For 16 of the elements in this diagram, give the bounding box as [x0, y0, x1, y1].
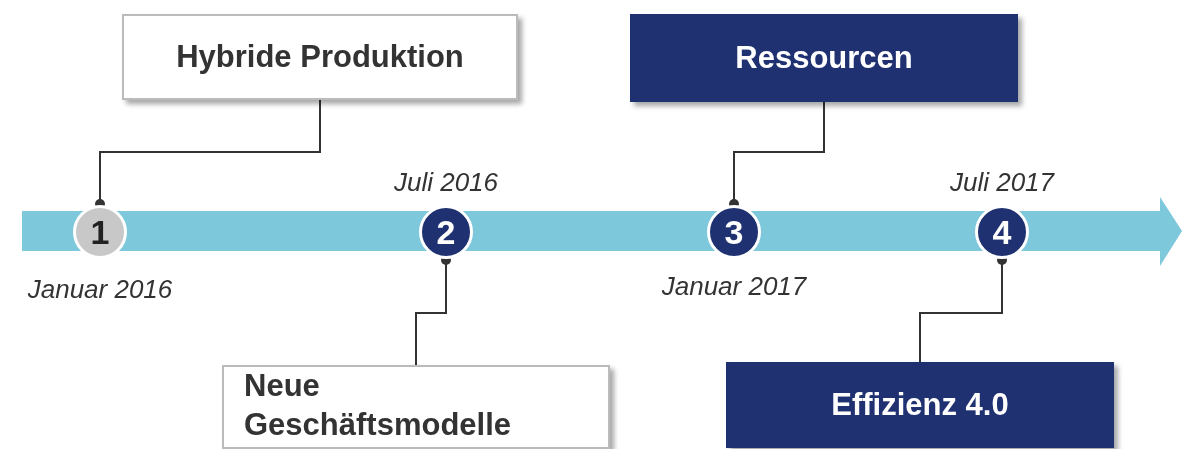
- milestone-box: [122, 14, 518, 100]
- milestone-circle: 4: [975, 205, 1029, 259]
- milestone-circle: 3: [707, 205, 761, 259]
- date-label: Januar 2017: [661, 271, 807, 302]
- date-label: Januar 2016: [27, 274, 173, 305]
- date-label: Juli 2016: [393, 167, 499, 198]
- milestone-box: [222, 365, 610, 449]
- milestone-circle: 1: [73, 205, 127, 259]
- milestone-title: Hybride Produktion: [176, 37, 464, 76]
- date-label: Juli 2017: [949, 167, 1055, 198]
- milestone-circle: 2: [419, 205, 473, 259]
- milestone-title: Effizienz 4.0: [831, 385, 1009, 424]
- milestone-box: [726, 362, 1114, 448]
- milestone-box: [630, 14, 1018, 102]
- milestone-title: Ressourcen: [735, 38, 913, 77]
- milestone-title: Neue Geschäftsmodelle: [244, 367, 513, 444]
